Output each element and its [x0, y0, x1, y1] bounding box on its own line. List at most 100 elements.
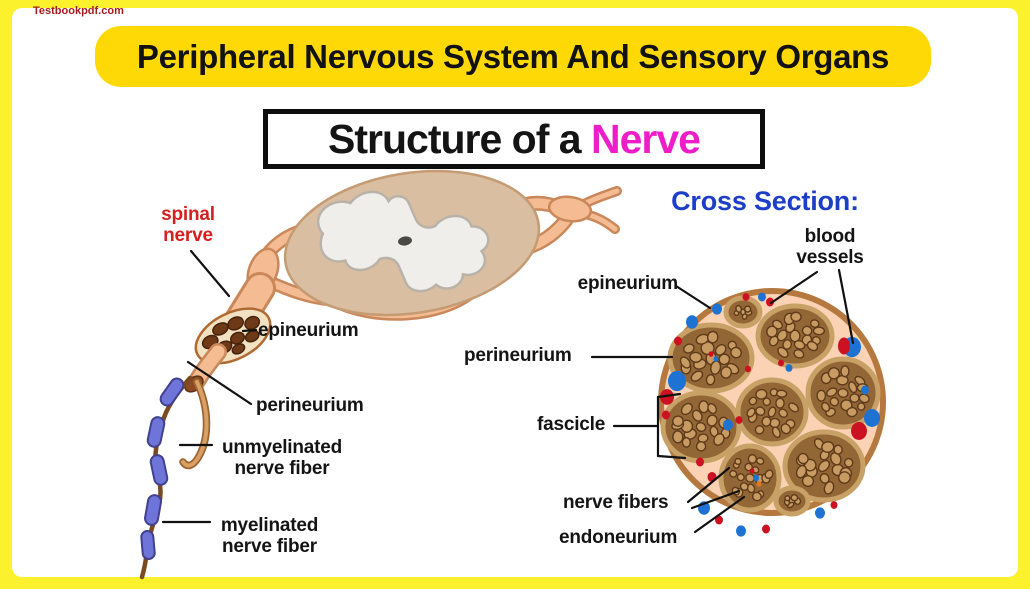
nerve-fiber-dot: [848, 381, 858, 394]
blood-vessel-dot: [851, 422, 867, 440]
blood-vessel-dot: [756, 481, 762, 487]
nerve-fiber-dot: [762, 397, 772, 407]
nerve-fiber-dot: [707, 403, 718, 415]
nerve-fiber-dot: [736, 473, 745, 482]
blood-vessel-dot: [674, 336, 682, 346]
perineurium-right-label: perineurium: [464, 345, 572, 366]
nerve-fiber-dot: [846, 406, 858, 418]
nerve-fiber-dot: [672, 430, 684, 444]
nerve-fiber-dot: [720, 366, 732, 379]
nerve-fiber-dot: [679, 356, 691, 369]
spinal-nerve-label-line1: spinal: [161, 204, 215, 225]
nerve-fiber-dot: [809, 319, 820, 328]
watermark-text: Testbookpdf.com: [33, 5, 124, 17]
blood-vessels-label-line1: blood: [804, 226, 856, 247]
blood-vessel-dot: [712, 303, 722, 315]
nerve-fiber-dot: [775, 397, 785, 409]
nerve-fiber-dot: [777, 346, 789, 358]
nerve-fiber-dot: [695, 422, 707, 432]
leader-lines: [161, 249, 855, 534]
nerve-fiber-dot: [680, 402, 693, 416]
nerve-fiber-dot: [768, 335, 779, 347]
diagram-heading-prefix: Structure of a: [328, 115, 591, 162]
blood-vessel-dot: [660, 389, 674, 405]
blood-vessel-dot: [715, 515, 723, 525]
blood-vessel-dot: [785, 364, 793, 372]
unmyelinated-label-line2: nerve fiber: [234, 458, 330, 479]
fascicle: [773, 485, 811, 517]
nerve-fiber-dot: [790, 311, 802, 322]
nerve-fiber-dot: [776, 389, 788, 398]
spinal-nerve-label-line2: nerve: [163, 225, 213, 246]
nerve-fibers-label: nerve fibers: [563, 492, 669, 513]
nerve-fiber-dot: [767, 406, 777, 418]
fascicle: [735, 377, 809, 447]
nerve-fiber-dot: [837, 388, 849, 398]
nerve-fiber-dot: [745, 473, 755, 483]
right-ganglion: [547, 195, 593, 223]
cross-section-title: Cross Section:: [671, 186, 859, 216]
nerve-fiber-dot: [713, 433, 725, 446]
nerve-fiber-dot: [833, 444, 843, 455]
myelinated-label-line2: nerve fiber: [222, 536, 317, 557]
nerve-fiber-dot: [747, 454, 758, 464]
nerve-fiber-dot: [729, 469, 738, 478]
nerve-fiber-dot: [793, 340, 806, 350]
blood-vessels-label-line2: vessels: [796, 247, 864, 268]
blood-vessel-dot: [708, 351, 714, 357]
nerve-fiber-dot: [816, 389, 827, 402]
nerve-fiber-dot: [735, 304, 743, 313]
blood-vessel-dot: [838, 337, 850, 355]
nerve-fiber-dot: [821, 401, 831, 413]
blood-vessel-dot: [815, 507, 825, 519]
nerve-fiber-dot: [743, 305, 752, 313]
blood-vessel-dot: [861, 385, 869, 395]
nerve-fiber-dot: [826, 387, 838, 397]
nerve-fiber-dot: [856, 402, 866, 411]
title-banner: Peripheral Nervous System And Sensory Or…: [95, 26, 931, 87]
fascicle: [755, 303, 835, 369]
nerve-fiber-dot: [829, 452, 842, 466]
blood-vessel-dot: [753, 474, 759, 482]
nerve-fiber-dot: [764, 469, 774, 480]
spinal-cord: [283, 169, 541, 317]
nerve-fiber-dot: [772, 319, 783, 330]
fascicle-group: [660, 295, 881, 517]
title-banner-text: Peripheral Nervous System And Sensory Or…: [136, 37, 890, 75]
cross-section-illustration: [658, 288, 886, 537]
spinal-nerve-label: spinal nerve: [145, 204, 231, 246]
nerve-fiber-dot: [793, 349, 805, 359]
blood-vessel-dot: [668, 370, 686, 392]
nerve-fiber-dot: [821, 441, 835, 453]
nerve-fiber-dot: [755, 388, 768, 400]
fascicle: [805, 356, 881, 430]
nerve-fiber-dot: [823, 481, 835, 495]
nerve-fiber-dot: [695, 441, 707, 452]
unmyelinated-nerve-fiber: [179, 378, 211, 470]
nerve-fiber-dot: [795, 464, 807, 479]
nerve-fiber-dot: [806, 340, 819, 352]
nerve-fiber-dot: [858, 393, 870, 404]
central-canal: [398, 236, 412, 246]
blood-vessel-dot: [830, 501, 838, 509]
blood-vessel-dot: [662, 410, 670, 420]
nerve-fiber-dot: [714, 343, 727, 356]
perineurium-left-label: perineurium: [256, 395, 364, 416]
nerve-fiber-dot: [748, 396, 758, 406]
blood-vessel-dot: [758, 292, 766, 302]
blood-vessel-dot: [735, 416, 743, 424]
nerve-fiber-dot: [784, 495, 791, 502]
nerve-fiber-dot: [706, 330, 719, 344]
nerve-fiber-dot: [849, 393, 860, 403]
nerve-fiber-dot: [706, 414, 718, 427]
nerve-fiber-dot: [780, 423, 792, 435]
nerve-fiber-dot: [829, 396, 840, 407]
epineurium-right-label: epineurium: [577, 273, 679, 294]
nerve-fiber-dot: [771, 426, 781, 439]
unmyelinated-label-line1: unmyelinated: [221, 437, 343, 458]
myelinated-fiber-label: myelinated nerve fiber: [202, 515, 337, 557]
blood-vessel-dot: [686, 315, 698, 329]
fascicle-label: fascicle: [537, 414, 606, 435]
